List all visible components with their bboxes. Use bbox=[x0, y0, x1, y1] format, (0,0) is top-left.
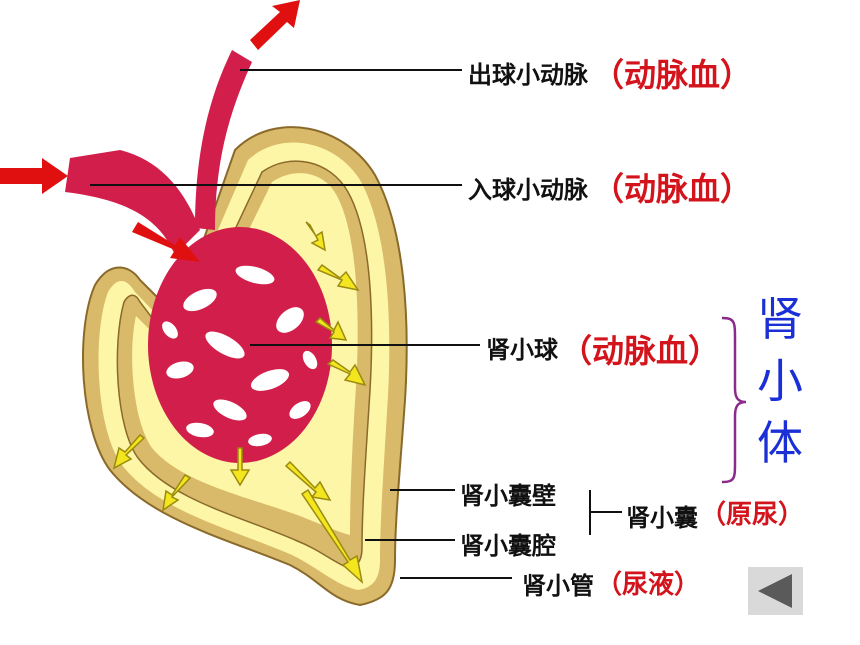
label-tubule-content: （尿液） bbox=[596, 570, 701, 600]
label-renal-corpuscle: 肾 小 体 bbox=[750, 288, 810, 474]
triangle-left-icon bbox=[758, 574, 792, 608]
label-afferent-arteriole: 入球小动脉 bbox=[468, 176, 588, 204]
filtration-arrow-icon bbox=[229, 447, 251, 487]
filtration-arrows bbox=[112, 221, 367, 585]
renal-corpuscle-char: 肾 bbox=[757, 292, 803, 346]
back-button[interactable] bbox=[748, 567, 803, 615]
internal-flow-arrow-icon bbox=[132, 222, 200, 262]
filtration-arrow-icon bbox=[326, 359, 367, 387]
outflow-arrow-icon bbox=[250, 0, 300, 50]
filtration-arrow-icon bbox=[161, 473, 192, 512]
glomerulus-tuft bbox=[148, 227, 332, 463]
leader-lines bbox=[90, 69, 622, 579]
afferent-arteriole-vessel bbox=[65, 150, 200, 255]
filtration-arrow-icon bbox=[305, 221, 326, 252]
label-capsule: 肾小囊 bbox=[626, 504, 698, 532]
label-efferent-blood: （动脉血） bbox=[592, 56, 753, 94]
label-tubule: 肾小管 bbox=[522, 572, 594, 600]
filtration-arrow-icon bbox=[316, 263, 360, 292]
corpuscle-brace bbox=[721, 316, 747, 484]
label-glomerulus-blood: （动脉血） bbox=[560, 332, 721, 370]
label-capsule-content: （原尿） bbox=[700, 500, 805, 530]
filtration-arrow-icon bbox=[314, 316, 348, 341]
label-capsule-cavity: 肾小囊腔 bbox=[460, 532, 556, 560]
label-glomerulus: 肾小球 bbox=[486, 336, 558, 364]
label-capsule-wall: 肾小囊壁 bbox=[460, 482, 556, 510]
renal-corpuscle-char: 体 bbox=[757, 416, 803, 470]
inflow-arrow-icon bbox=[0, 158, 68, 194]
filtration-arrow-icon bbox=[284, 460, 332, 501]
renal-corpuscle-char: 小 bbox=[757, 354, 803, 408]
filtration-arrow-icon bbox=[300, 488, 364, 585]
label-afferent-blood: （动脉血） bbox=[592, 170, 753, 208]
label-efferent-arteriole: 出球小动脉 bbox=[468, 61, 588, 89]
blood-flow-arrows bbox=[0, 0, 300, 262]
filtration-arrow-icon bbox=[112, 433, 146, 470]
